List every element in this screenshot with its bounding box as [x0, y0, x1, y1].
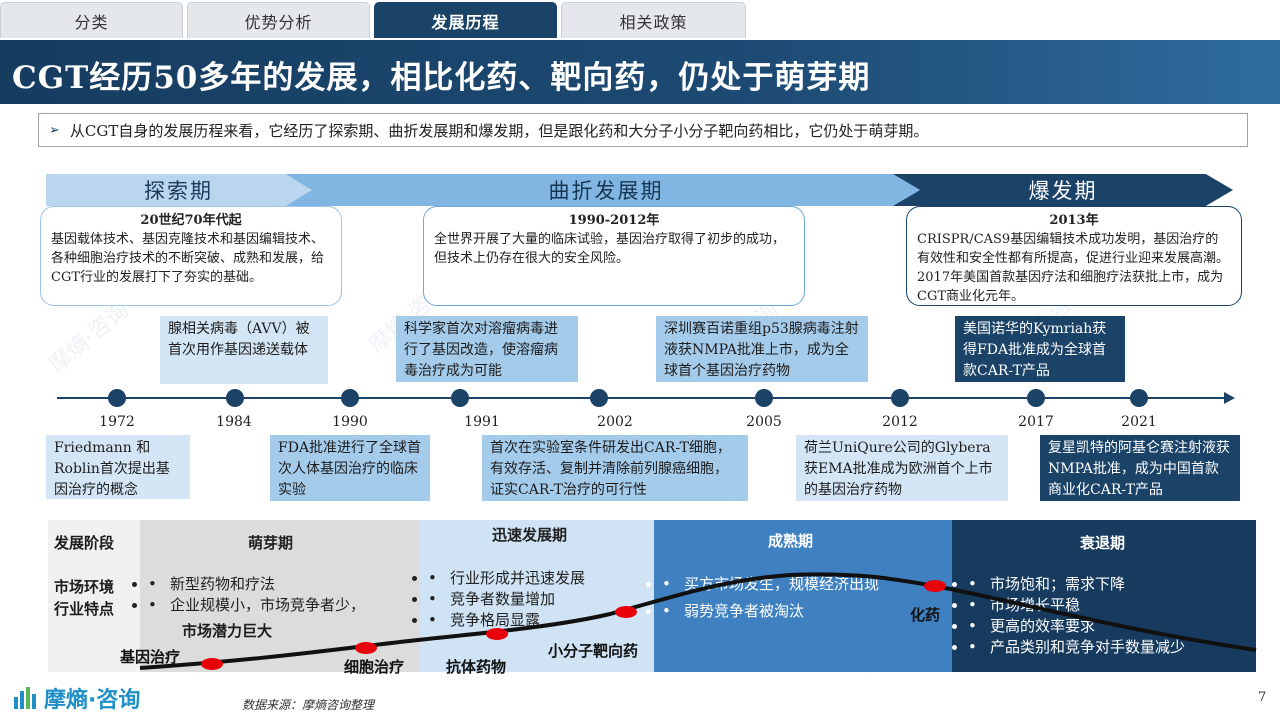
bullet-item: 竞争者数量增加 — [428, 589, 652, 610]
lifecycle-curve-line — [139, 572, 1257, 670]
phase-tortuous-development: 曲折发展期 — [286, 174, 926, 206]
stage-name: 迅速发展期 — [492, 526, 568, 544]
curve-marker-small-molecule — [615, 606, 637, 618]
phase-card-exploration: 20世纪70年代起 基因载体技术、基因克隆技术和基因编辑技术、各种细胞治疗技术的… — [40, 206, 342, 306]
stage-bullets-germination: 新型药物和疗法 企业规模小，市场竞争者少， — [148, 574, 420, 616]
stage-name: 衰退期 — [1080, 534, 1126, 552]
summary-box: ➢ 从CGT自身的发展历程来看，它经历了探索期、曲折发展期和爆发期，但是跟化药和… — [38, 113, 1248, 147]
tab-related-policy[interactable]: 相关政策 — [561, 2, 746, 38]
page-number: 7 — [1258, 690, 1267, 705]
stage-name: 成熟期 — [768, 532, 814, 550]
curve-label-small-molecule: 小分子靶向药 — [548, 642, 639, 660]
phase-card-year: 1990-2012年 — [568, 213, 660, 228]
arrow-bullet-icon: ➢ — [49, 122, 60, 138]
row-label-stage: 发展阶段 — [54, 534, 115, 552]
year-label: 2012 — [882, 414, 918, 430]
title-bar — [0, 40, 1280, 104]
phase-card-tortuous: 1990-2012年 全世界开展了大量的临床试验，基因治疗取得了初步的成功，但技… — [423, 206, 805, 306]
tab-advantage-analysis[interactable]: 优势分析 — [187, 2, 370, 38]
stage-name: 萌芽期 — [248, 534, 294, 552]
bullet-item: 行业形成并迅速发展 — [428, 568, 652, 589]
year-label: 1984 — [216, 414, 252, 430]
curve-label-chemical-drug: 化药 — [910, 606, 941, 624]
tab-development-history[interactable]: 发展历程 — [374, 2, 557, 38]
curve-marker-gene-therapy — [201, 658, 223, 670]
logo-text: 摩熵·咨询 — [44, 688, 141, 713]
timeline-dot — [755, 389, 773, 407]
page-title: CGT经历50多年的发展，相比化药、靶向药，仍处于萌芽期 — [12, 60, 871, 96]
timeline-arrow-icon — [1224, 392, 1235, 404]
stage-emphasis: 市场潜力巨大 — [182, 622, 273, 640]
timeline-dot — [341, 389, 359, 407]
phase-card-year: 2013年 — [1049, 213, 1099, 228]
event-1972-concept: Friedmann 和 Roblin首次提出基因治疗的概念 — [46, 435, 190, 499]
timeline-dot — [226, 389, 244, 407]
curve-marker-cell-therapy — [355, 642, 377, 654]
event-2002-cart-lab: 首次在实验室条件研发出CAR-T细胞，有效存活、复制并清除前列腺癌细胞，证实CA… — [482, 435, 748, 501]
phase-exploration: 探索期 — [46, 174, 311, 206]
timeline-dot — [891, 389, 909, 407]
timeline-dot — [590, 389, 608, 407]
phase-card-desc: 基因载体技术、基因克隆技术和基因编辑技术、各种细胞治疗技术的不断突破、成熟和发展… — [51, 232, 325, 285]
bullet-item: 企业规模小，市场竞争者少， — [148, 595, 420, 616]
year-label: 2002 — [597, 414, 633, 430]
bullet-item: 新型药物和疗法 — [148, 574, 420, 595]
stage-bullets-decline: 市场饱和；需求下降 市场增长平稳 更高的效率要求 产品类别和竞争对手数量减少 — [968, 574, 1248, 658]
timeline-dot — [451, 389, 469, 407]
year-label: 2005 — [746, 414, 782, 430]
timeline-dot — [108, 389, 126, 407]
row-label-environment: 市场环境 — [54, 578, 115, 596]
stage-bullets-rapid-growth: 行业形成并迅速发展 竞争者数量增加 竞争格局显露 — [428, 568, 652, 631]
event-1984-aav: 腺相关病毒（AVV）被首次用作基因递送载体 — [160, 316, 328, 384]
timeline-dot — [1130, 389, 1148, 407]
curve-marker-chemical-drug — [924, 580, 946, 592]
data-source: 数据来源：摩熵咨询整理 — [242, 698, 375, 712]
bullet-item: 更高的效率要求 — [968, 616, 1248, 637]
timeline-axis — [57, 397, 1227, 399]
phase-card-explosion: 2013年 CRISPR/CAS9基因编辑技术成功发明，基因治疗的有效性和安全性… — [906, 206, 1242, 306]
phase-explosion: 爆发期 — [893, 174, 1233, 206]
row-label-features: 行业特点 — [54, 600, 115, 618]
logo-icon — [14, 687, 36, 709]
summary-text: 从CGT自身的发展历程来看，它经历了探索期、曲折发展期和爆发期，但是跟化药和大分… — [69, 121, 929, 140]
bullet-item: 市场饱和；需求下降 — [968, 574, 1248, 595]
phase-card-desc: CRISPR/CAS9基因编辑技术成功发明，基因治疗的有效性和安全性都有所提高，… — [917, 232, 1230, 304]
bullet-item: 弱势竞争者被淘汰 — [662, 601, 894, 622]
bullet-item: 竞争格局显露 — [428, 610, 652, 631]
event-1990-fda-trial: FDA批准进行了全球首次人体基因治疗的临床实验 — [270, 435, 430, 501]
tab-classification[interactable]: 分类 — [0, 2, 183, 38]
year-label: 2021 — [1121, 414, 1157, 430]
lifecycle-label-column — [48, 520, 140, 672]
curve-label-antibody: 抗体药物 — [446, 658, 507, 676]
stage-bullets-maturity: 买方市场发生，规模经济出现 弱势竞争者被淘汰 — [662, 574, 894, 622]
lifecycle-stage-maturity — [654, 520, 952, 672]
year-label: 1991 — [464, 414, 500, 430]
bullet-item: 产品类别和竞争对手数量减少 — [968, 637, 1248, 658]
event-2012-glybera: 荷兰UniQure公司的Glybera获EMA批准成为欧洲首个上市的基因治疗药物 — [796, 435, 1008, 501]
curve-label-cell-therapy: 细胞治疗 — [344, 658, 405, 676]
year-label: 2017 — [1018, 414, 1054, 430]
curve-marker-antibody — [486, 628, 508, 640]
company-logo: 摩熵·咨询 — [12, 682, 140, 714]
phase-card-desc: 全世界开展了大量的临床试验，基因治疗取得了初步的成功，但技术上仍存在很大的安全风… — [434, 232, 786, 266]
phase-card-year: 20世纪70年代起 — [140, 213, 242, 228]
timeline-dot — [1027, 389, 1045, 407]
bullet-item: 买方市场发生，规模经济出现 — [662, 574, 894, 595]
event-2017-kymriah: 美国诺华的Kymriah获得FDA批准成为全球首款CAR-T产品 — [955, 316, 1125, 382]
event-2005-p53: 深圳赛百诺重组p53腺病毒注射液获NMPA批准上市，成为全球首个基因治疗药物 — [656, 316, 868, 382]
event-2021-axicabtagene: 复星凯特的阿基仑赛注射液获NMPA批准，成为中国首款商业化CAR-T产品 — [1040, 435, 1240, 501]
event-1991-oncolytic-virus: 科学家首次对溶瘤病毒进行了基因改造，使溶瘤病毒治疗成为可能 — [396, 316, 578, 382]
year-label: 1990 — [332, 414, 368, 430]
curve-label-gene-therapy: 基因治疗 — [120, 648, 181, 666]
year-label: 1972 — [99, 414, 135, 430]
